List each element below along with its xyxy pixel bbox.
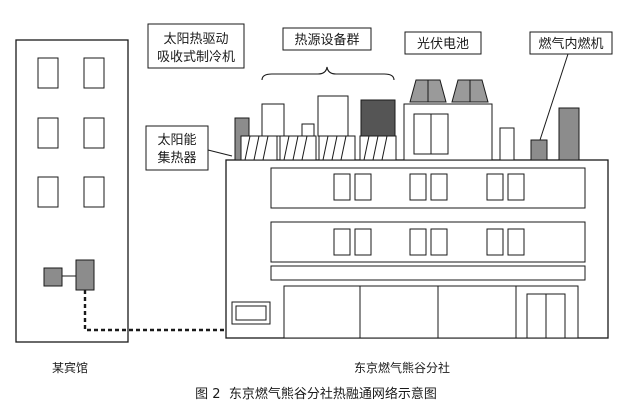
figure-caption: 图 2 东京燃气熊谷分社热融通网络示意图 bbox=[195, 386, 437, 402]
label-box-photovoltaic bbox=[404, 31, 482, 55]
label-solar-collector-line1: 太阳能 bbox=[157, 133, 196, 148]
hotel-window bbox=[37, 176, 59, 208]
office-window bbox=[486, 228, 504, 256]
label-box-gas-engine bbox=[529, 31, 613, 55]
label-box-heat-source-group bbox=[282, 27, 372, 51]
gas-engine-leader bbox=[539, 53, 569, 141]
solar-collector-panels bbox=[240, 135, 397, 161]
floor-band-upper bbox=[270, 167, 586, 209]
office-window bbox=[507, 173, 525, 201]
label-box-solar-collector bbox=[145, 125, 209, 171]
label-absorption-chiller-line1: 太阳热驱动 bbox=[163, 32, 228, 47]
hotel-label: 某宾馆 bbox=[52, 360, 88, 375]
hotel-window bbox=[37, 117, 59, 149]
heat-source-equipment-group bbox=[261, 95, 396, 137]
main-building-label: 东京燃气熊谷分社 bbox=[354, 360, 450, 375]
hotel-heat-exchanger-tall bbox=[75, 259, 95, 291]
office-window bbox=[486, 173, 504, 201]
office-window bbox=[354, 228, 372, 256]
office-window bbox=[333, 173, 351, 201]
office-window bbox=[507, 228, 525, 256]
label-box-absorption-chiller bbox=[147, 23, 245, 69]
label-gas-engine: 燃气内燃机 bbox=[538, 36, 603, 52]
hotel-building bbox=[15, 39, 129, 343]
floor-band-lower bbox=[270, 265, 586, 281]
solar-collector-leader bbox=[207, 149, 233, 157]
absorption-chiller-unit bbox=[360, 99, 396, 137]
label-solar-collector-line2: 集热器 bbox=[157, 150, 196, 166]
heat-source-group-brace bbox=[261, 66, 395, 81]
office-window bbox=[430, 228, 448, 256]
photovoltaic-array bbox=[409, 79, 489, 103]
office-window bbox=[409, 173, 427, 201]
hotel-heat-exchanger-small bbox=[43, 267, 63, 287]
label-photovoltaic: 光伏电池 bbox=[417, 37, 469, 52]
office-window bbox=[430, 173, 448, 201]
main-building bbox=[225, 159, 609, 339]
label-absorption-chiller-line2: 吸收式制冷机 bbox=[157, 50, 235, 65]
gas-engine-units bbox=[499, 107, 580, 161]
hotel-window bbox=[83, 117, 105, 149]
hotel-window bbox=[83, 57, 105, 89]
office-window bbox=[354, 173, 372, 201]
office-window bbox=[333, 228, 351, 256]
floor-band-middle bbox=[270, 221, 586, 263]
hotel-window bbox=[83, 176, 105, 208]
hotel-window bbox=[37, 57, 59, 89]
label-heat-source-group: 热源设备群 bbox=[294, 32, 359, 48]
office-window bbox=[409, 228, 427, 256]
